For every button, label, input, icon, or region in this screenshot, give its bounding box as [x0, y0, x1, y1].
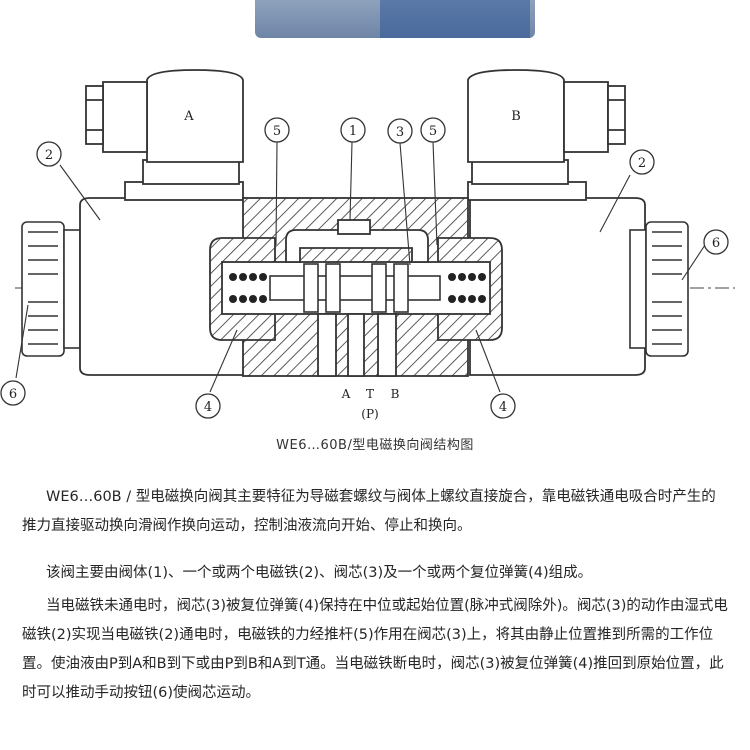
solenoid-right [467, 69, 646, 376]
callout-5-left: 5 [273, 124, 281, 139]
valve-structure-diagram: A B [0, 69, 735, 421]
leader-lines [15, 141, 706, 393]
spring-right [448, 273, 486, 303]
port-label-b: B [391, 387, 400, 401]
callout-6-left: 6 [9, 387, 17, 402]
callout-4-left: 4 [204, 400, 212, 415]
description-paragraph-1: WE6…60B / 型电磁换向阀其主要特征为导磁套螺纹与阀体上螺纹直接旋合，靠电… [22, 489, 716, 534]
port-label-a: A [341, 387, 351, 401]
manual-button-right [629, 221, 689, 357]
callout-2-left: 2 [45, 148, 53, 163]
callout-circles [0, 117, 729, 419]
spring-left [229, 273, 267, 303]
solenoid-left [79, 69, 246, 376]
callout-4-right: 4 [499, 400, 507, 415]
callout-2-right: 2 [638, 156, 646, 171]
port-label-p: (P) [361, 407, 378, 421]
description-paragraph-3: 当电磁铁未通电时，阀芯(3)被复位弹簧(4)保持在中位或起始位置(脉冲式阀除外)… [22, 598, 728, 701]
manual-button-left [21, 221, 81, 357]
solenoid-label-b: B [511, 109, 521, 124]
port-label-t: T [366, 387, 374, 401]
description-paragraph-2: 该阀主要由阀体(1)、一个或两个电磁铁(2)、阀芯(3)及一个或两个复位弹簧(4… [46, 565, 593, 581]
callout-6-right: 6 [712, 236, 720, 251]
solenoid-label-a: A [183, 109, 194, 124]
callout-1: 1 [349, 124, 357, 139]
top-window-bar-tab [380, 0, 530, 38]
callout-3: 3 [396, 125, 404, 140]
diagram-caption: WE6…60B/型电磁换向阀结构图 [276, 438, 474, 453]
valve-body [209, 197, 503, 377]
callout-5-right: 5 [429, 124, 437, 139]
spool [269, 263, 441, 313]
top-window-bar [255, 0, 535, 38]
